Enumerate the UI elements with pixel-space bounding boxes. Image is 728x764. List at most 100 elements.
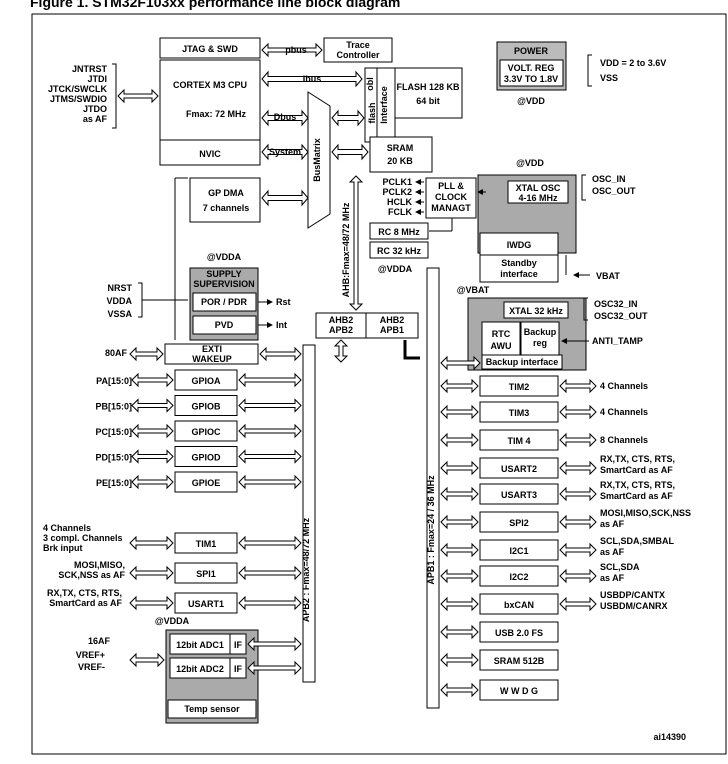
spi1-label: SPI1 bbox=[196, 569, 216, 579]
osc-label: OSC_OUT bbox=[592, 186, 636, 196]
apb2-label: APB2 : Fmax=48/72 MHz bbox=[301, 517, 311, 622]
apb1-pin-label: SmartCard as AF bbox=[600, 465, 673, 475]
system-label: System bbox=[269, 147, 301, 157]
tim1-pin-label: 4 Channels bbox=[43, 523, 91, 533]
vdd-range-label: VDD = 2 to 3.6V bbox=[600, 58, 666, 68]
volt-reg-label: VOLT. REG bbox=[508, 63, 555, 73]
apb1-periph-label: USART3 bbox=[501, 490, 537, 500]
gpio-label: GPIOB bbox=[191, 402, 221, 412]
busmatrix-shape bbox=[307, 91, 331, 229]
cpu-fmax-label: Fmax: 72 MHz bbox=[186, 109, 247, 119]
apb1-pin-arrow bbox=[559, 596, 597, 612]
apb1-pin-arrow bbox=[559, 486, 597, 502]
vdd-annotation: @VDD bbox=[516, 158, 544, 168]
dma-bus-arrow bbox=[261, 189, 309, 207]
usart1-block bbox=[174, 592, 238, 614]
vdda-annotation: @VDDA bbox=[378, 264, 413, 274]
jtag-pin-label: JTMS/SWDIO bbox=[50, 94, 107, 104]
gpio-pin-arrow bbox=[131, 474, 174, 490]
pll-block bbox=[425, 177, 477, 219]
por-block bbox=[192, 292, 257, 312]
osc-bracket bbox=[581, 174, 586, 201]
apb1-periph-block bbox=[479, 429, 559, 451]
apb1-periph-block bbox=[479, 457, 559, 479]
nvic-label: NVIC bbox=[199, 149, 221, 159]
apb1-periph-label: USB 2.0 FS bbox=[495, 628, 543, 638]
gpio-label: GPIOC bbox=[191, 427, 221, 437]
iwdg-label: IWDG bbox=[507, 240, 532, 250]
jtag-swd-block bbox=[159, 37, 261, 59]
rc8-label: RC 8 MHz bbox=[378, 227, 420, 237]
por-label: POR / PDR bbox=[201, 297, 248, 307]
dbus-label: Dbus bbox=[274, 112, 297, 122]
ahb-bridge-block bbox=[315, 312, 419, 339]
gpio-pin-arrow bbox=[131, 398, 174, 413]
gpio-pin-label: PC[15:0] bbox=[95, 427, 132, 437]
apb1-periph-label: I2C1 bbox=[509, 546, 528, 556]
apb1-label: APB1 : Fmax=24 / 36 MHz bbox=[426, 475, 436, 585]
jtag-pin-label: JTDI bbox=[87, 74, 107, 84]
backup-if-label: Backup interface bbox=[486, 357, 559, 367]
sram-label: 20 KB bbox=[387, 156, 413, 166]
xtal32-block bbox=[503, 301, 569, 319]
apb1-pin-arrow bbox=[559, 432, 597, 448]
ahb2apb1-label: AHB2 bbox=[380, 315, 405, 325]
jtag-pin-label: JTCK/SWCLK bbox=[48, 84, 107, 94]
apb1-periph-block bbox=[479, 511, 559, 533]
gpio-label: GPIOA bbox=[191, 376, 221, 386]
xtal-osc-label: 4-16 MHz bbox=[518, 193, 558, 203]
rtc-label: RTC bbox=[492, 329, 511, 339]
pll-label: CLOCK bbox=[435, 192, 467, 202]
exti-pin-arrow bbox=[129, 346, 164, 362]
gpio-pin-label: PB[15:0] bbox=[95, 402, 132, 412]
apb1-periph-block bbox=[479, 649, 559, 671]
apb1-periph-label: bxCAN bbox=[504, 600, 534, 610]
apb1-pin-arrow bbox=[559, 568, 597, 584]
tim1-block bbox=[174, 532, 238, 554]
usart1-pin-label: RX,TX, CTS, RTS, bbox=[47, 588, 122, 598]
exti-label: WAKEUP bbox=[192, 354, 232, 364]
apb1-periph-label: SPI2 bbox=[509, 518, 529, 528]
sram-label: SRAM bbox=[387, 143, 414, 153]
apb1-bus-arrow bbox=[440, 460, 479, 476]
ahb2apb2-label: APB2 bbox=[329, 325, 353, 335]
if-label: IF bbox=[234, 664, 243, 674]
spi1-block bbox=[174, 562, 238, 584]
gpio-label: GPIOD bbox=[191, 453, 221, 463]
flash-if-label: Interface bbox=[379, 86, 389, 124]
tim1-label: TIM1 bbox=[196, 539, 217, 549]
apb1-periph-label: TIM2 bbox=[509, 382, 530, 392]
figure-id: ai14390 bbox=[653, 732, 686, 742]
standby-block bbox=[479, 254, 559, 283]
vbat-annotation: @VBAT bbox=[457, 285, 490, 295]
apb1-pin-arrow bbox=[559, 514, 597, 530]
flash-block bbox=[394, 67, 463, 119]
apb1-bus-arrow bbox=[440, 432, 479, 448]
backup-bus-arrow bbox=[440, 355, 481, 371]
backup-reg-label: Backup bbox=[524, 327, 557, 337]
apb1-bus-bar bbox=[426, 267, 440, 709]
af80-label: 80AF bbox=[105, 348, 128, 358]
gpio-block bbox=[174, 420, 238, 442]
usart1-bus-arrow bbox=[238, 595, 302, 611]
apb1-pin-label: 4 Channels bbox=[600, 407, 648, 417]
apb1-periph-label: TIM 4 bbox=[507, 436, 530, 446]
apb1-pin-label: SCL,SDA bbox=[600, 562, 640, 572]
apb1-bus-arrow bbox=[440, 542, 479, 558]
flash-label: 64 bit bbox=[416, 96, 440, 106]
sram-bus-arrow bbox=[331, 143, 369, 161]
apb1-bus-arrow bbox=[440, 652, 479, 668]
cpu-label: CORTEX M3 CPU bbox=[173, 80, 247, 90]
osc32-label: OSC32_OUT bbox=[594, 311, 648, 321]
apb1-periph-block bbox=[479, 539, 559, 561]
xtal32-label: XTAL 32 kHz bbox=[509, 306, 563, 316]
spi1-bus-arrow bbox=[238, 565, 302, 581]
apb1-periph-block bbox=[479, 483, 559, 505]
apb1-bus-arrow bbox=[440, 404, 479, 420]
xtal-osc-block bbox=[507, 180, 569, 204]
apb1-periph-block bbox=[479, 621, 559, 643]
trace-controller-block bbox=[323, 37, 393, 63]
gpio-bus-arrow bbox=[238, 398, 302, 413]
apb1-bus-arrow bbox=[440, 682, 479, 698]
